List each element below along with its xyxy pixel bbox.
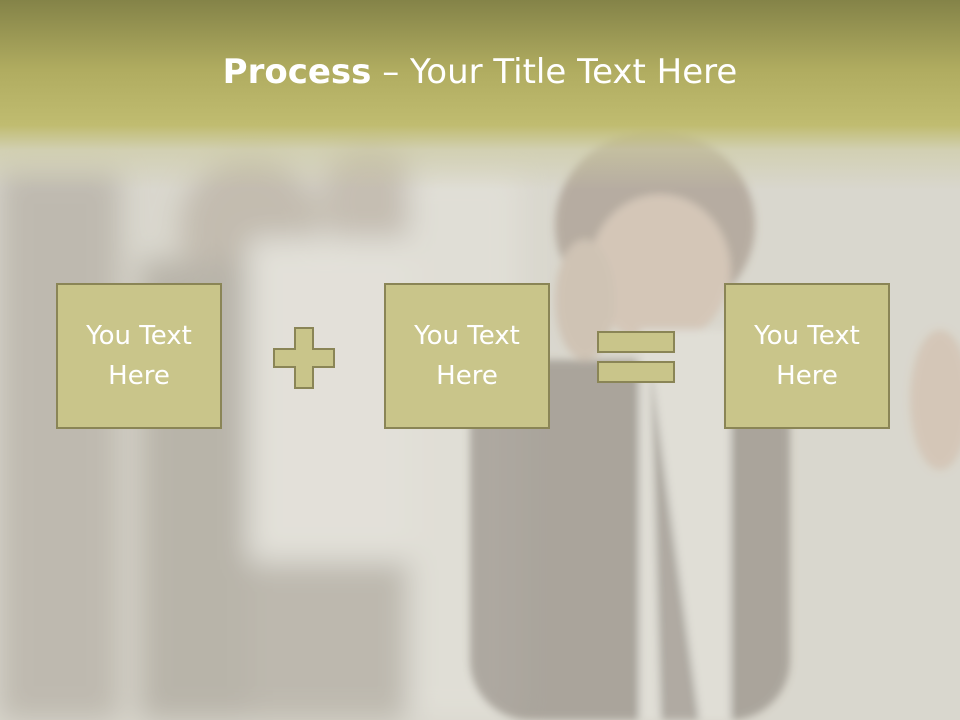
text-box-1[interactable]: You Text Here — [56, 283, 222, 429]
title-rest: Your Title Text Here — [410, 52, 738, 92]
text-box-2[interactable]: You Text Here — [384, 283, 550, 429]
text-box-label: You Text Here — [414, 321, 520, 391]
plus-icon — [273, 327, 335, 389]
text-box-3[interactable]: You Text Here — [724, 283, 890, 429]
slide-title: Process – Your Title Text Here — [0, 52, 960, 92]
title-bold: Process — [222, 52, 372, 92]
text-box-label: You Text Here — [754, 321, 860, 391]
title-dash: – — [371, 52, 411, 92]
title-band — [0, 0, 960, 190]
text-box-label: You Text Here — [86, 321, 192, 391]
equals-icon — [597, 331, 675, 383]
